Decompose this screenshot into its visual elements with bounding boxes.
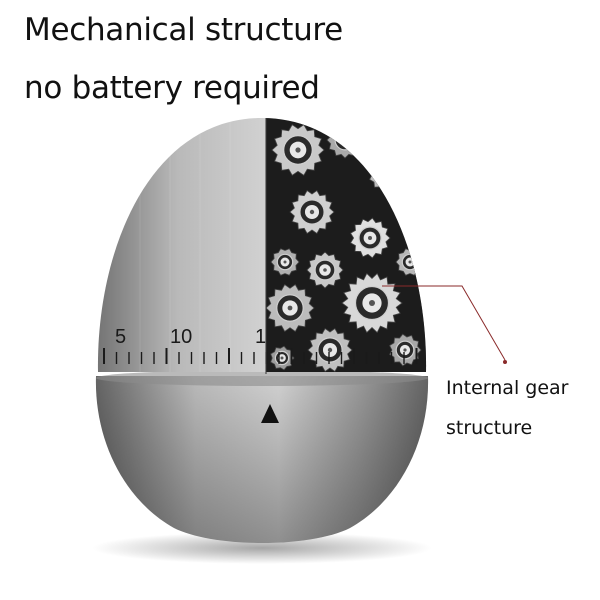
dial-label-5: 5 <box>115 326 126 348</box>
gear-icon <box>289 190 335 234</box>
callout-pointer-dot <box>503 360 507 364</box>
gear-icon <box>270 248 300 276</box>
ground-shadow <box>92 532 432 564</box>
gear-icon <box>369 158 402 192</box>
dial-ticks <box>103 348 418 364</box>
gear-icon <box>389 333 422 367</box>
gear-icon <box>266 284 315 332</box>
callout-pointer-line <box>382 285 506 361</box>
gear-icon <box>350 217 391 259</box>
start-marker-icon <box>261 404 279 423</box>
gear-icon <box>341 272 403 334</box>
headline-line-1: Mechanical structure <box>24 12 343 48</box>
gear-icon <box>306 251 344 289</box>
timer-dial <box>97 118 427 372</box>
headline-line-2: no battery required <box>24 70 320 106</box>
dial-label-15-partial: 1 <box>255 326 266 348</box>
internal-gears <box>266 118 427 372</box>
dial-label-10: 10 <box>170 326 192 348</box>
gear-icon <box>270 345 295 371</box>
callout-line-1: Internal gear <box>446 377 569 399</box>
callout-line-2: structure <box>446 417 533 439</box>
gear-icon <box>271 124 325 176</box>
